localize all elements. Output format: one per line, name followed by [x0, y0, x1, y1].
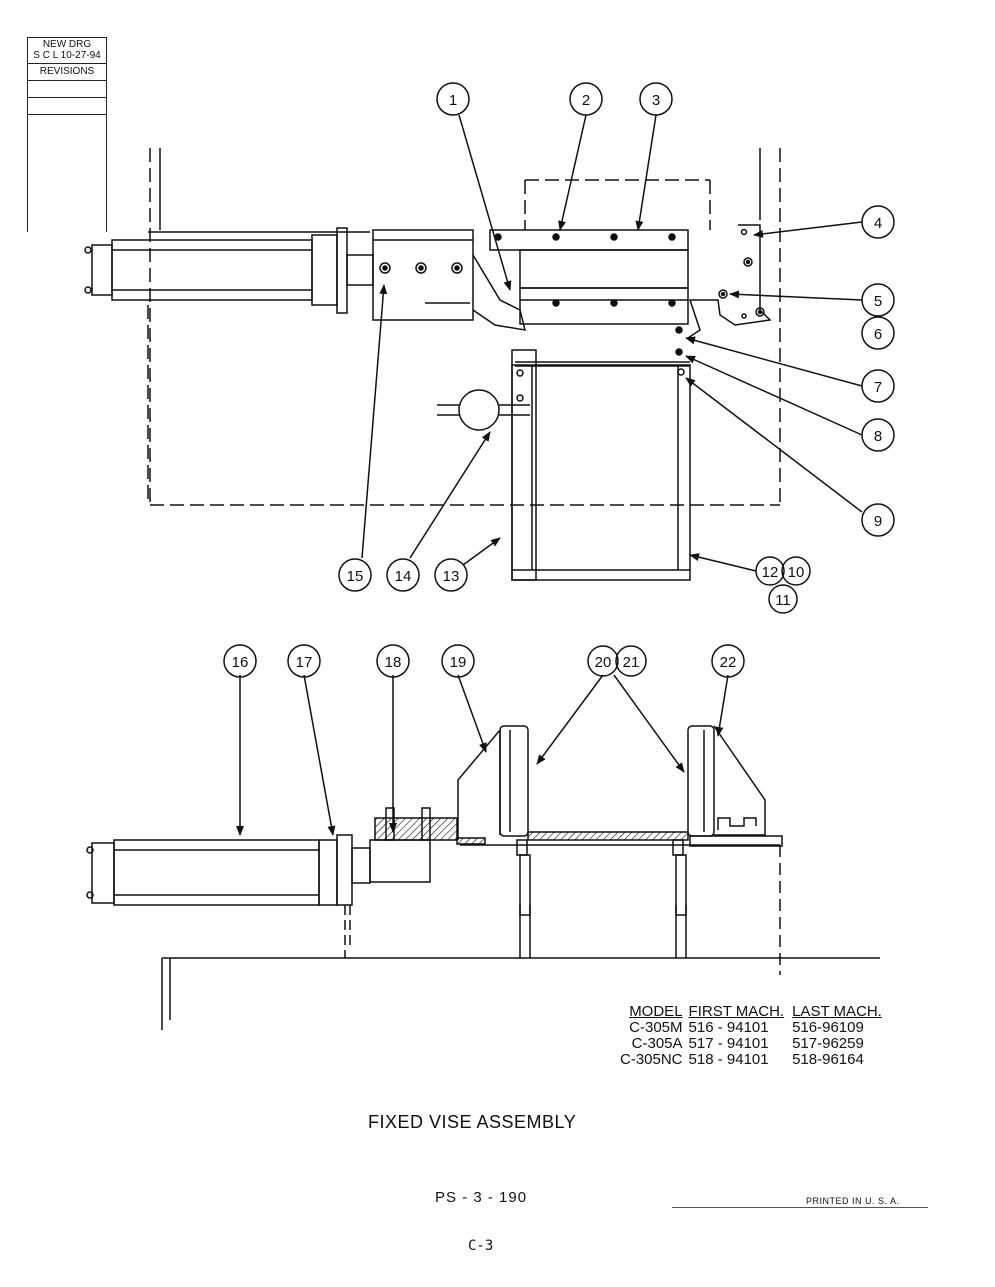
callout-11: 11	[775, 592, 791, 609]
side-view	[86, 725, 880, 1030]
cell-first: 516 - 94101	[688, 1019, 769, 1036]
cell-first: 517 - 94101	[688, 1035, 769, 1052]
cell-last: 516-96109	[792, 1019, 864, 1036]
callout-4: 4	[874, 215, 882, 232]
callout-3: 3	[652, 92, 660, 109]
callout-18: 18	[385, 654, 402, 671]
callout-2: 2	[582, 92, 590, 109]
cell-last: 518-96164	[792, 1051, 864, 1068]
callout-19: 19	[450, 654, 467, 671]
callout-14: 14	[395, 568, 412, 585]
callout-16: 16	[232, 654, 249, 671]
header-first-mach: FIRST MACH.	[688, 1003, 785, 1020]
callout-12: 12	[762, 564, 779, 581]
printed-rule	[672, 1207, 928, 1208]
top-view	[84, 148, 781, 581]
revision-block: NEW DRG S C L 10-27-94 REVISIONS	[27, 37, 107, 232]
table-row: C-305M 516 - 94101 516-96109	[620, 1020, 890, 1036]
callout-7: 7	[874, 379, 882, 396]
page-number: PS - 3 - 190	[435, 1189, 528, 1206]
callout-9: 9	[874, 513, 882, 530]
cell-first: 518 - 94101	[688, 1051, 769, 1068]
printed-in-usa: PRINTED IN U. S. A.	[806, 1196, 900, 1206]
revision-entry: NEW DRG S C L 10-27-94	[28, 38, 106, 64]
callout-1: 1	[449, 92, 457, 109]
drawing-title: FIXED VISE ASSEMBLY	[368, 1112, 577, 1132]
callout-15: 15	[347, 568, 364, 585]
revision-line-2: S C L 10-27-94	[33, 50, 101, 61]
revisions-label: REVISIONS	[28, 64, 106, 81]
revision-line-1: NEW DRG	[42, 39, 92, 50]
callout-13: 13	[443, 568, 460, 585]
cell-model: C-305A	[631, 1035, 683, 1052]
callout-5: 5	[874, 293, 882, 310]
callout-6: 6	[874, 326, 882, 343]
cell-model: C-305M	[629, 1019, 683, 1036]
table-row: C-305A 517 - 94101 517-96259	[620, 1036, 890, 1052]
cell-model: C-305NC	[620, 1051, 683, 1068]
callout-17: 17	[296, 654, 313, 671]
cell-last: 517-96259	[792, 1035, 864, 1052]
header-model: MODEL	[629, 1003, 683, 1020]
revision-blank-row	[28, 81, 106, 98]
footer-code: C-3	[468, 1238, 494, 1254]
revision-blank-row	[28, 98, 106, 115]
callout-22: 22	[720, 654, 737, 671]
callout-21: 21	[623, 654, 640, 671]
callout-8: 8	[874, 428, 882, 445]
model-table-header: MODEL FIRST MACH. LAST MACH.	[620, 1004, 890, 1020]
callout-10: 10	[788, 564, 805, 581]
header-last-mach: LAST MACH.	[792, 1003, 882, 1020]
model-table: MODEL FIRST MACH. LAST MACH. C-305M 516 …	[620, 1004, 890, 1068]
callout-20: 20	[595, 654, 612, 671]
table-row: C-305NC 518 - 94101 518-96164	[620, 1052, 890, 1068]
callout-group: 1 2 3 4 5 6 7 8 9 12 10 11 13 14 15 16 1…	[223, 82, 895, 836]
